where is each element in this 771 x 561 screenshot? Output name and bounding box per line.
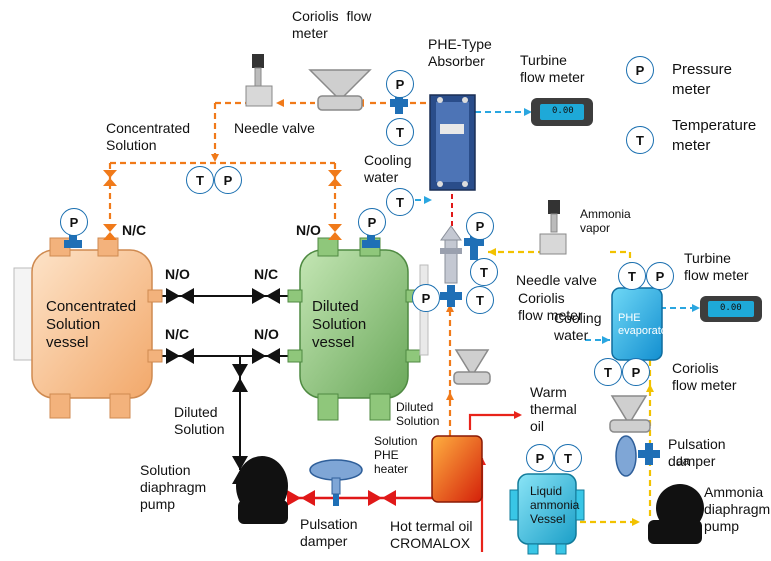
pressure-meter-evap-in: P <box>646 262 674 290</box>
pressure-meter-conc-line: P <box>214 166 242 194</box>
orange-valves <box>103 170 342 240</box>
liquid-ammonia-vessel-shape <box>509 473 585 555</box>
pressure-meter-mixing: P <box>466 212 494 240</box>
label-turbine-right: Turbine flow meter <box>684 250 749 283</box>
yellow-arrow-3 <box>632 518 640 526</box>
label-diluted-solution-small: Diluted Solution <box>396 400 440 428</box>
turbine-meter-top <box>531 98 593 126</box>
needle-valve-top <box>245 54 273 107</box>
mixing-column <box>440 225 462 284</box>
turbine-display-top: 0.00 <box>552 106 574 116</box>
black-solution-lines <box>160 295 295 470</box>
legend-pressure-label: Pressure meter <box>672 61 733 98</box>
pressure-meter-dil-vessel: P <box>358 208 386 236</box>
orange-arrow-5 <box>446 392 454 400</box>
blue-arrow-4 <box>692 304 700 312</box>
black-valves <box>166 288 280 484</box>
temperature-meter-evap-out: T <box>594 358 622 386</box>
coriolis-meter-mid <box>453 349 491 385</box>
orange-flow-lines <box>108 101 452 460</box>
turbine-meter-right <box>700 296 762 322</box>
valve-state-dil-top: N/O <box>296 222 321 238</box>
label-solution-pump: Solution diaphragm pump <box>140 462 207 512</box>
orange-arrow-1 <box>276 99 284 107</box>
label-cooling-water-right: Cooling water <box>554 310 602 343</box>
legend-temperature-icon: T <box>626 126 654 154</box>
legend-temperature-label: Temperature meter <box>672 117 757 154</box>
solution-phe-heater-shape <box>431 435 483 503</box>
label-cooling-water-top: Cooling water <box>364 152 412 185</box>
red-valves <box>287 490 396 506</box>
label-turbine-top: Turbine flow meter <box>520 52 585 85</box>
pressure-meter-dil-outlet: P <box>412 284 440 312</box>
label-ammonia-vapor: Ammonia vapor <box>580 207 631 235</box>
label-pulsation-damper-left: Pulsation damper <box>300 516 358 549</box>
concentrated-vessel <box>13 237 163 419</box>
temperature-meter-absorber-in: T <box>386 118 414 146</box>
label-hot-oil: Hot termal oil CROMALOX <box>390 518 473 551</box>
temperature-meter-evap-in: T <box>618 262 646 290</box>
label-coriolis-right: Coriolis flow meter <box>672 360 737 393</box>
pressure-meter-evap-out: P <box>622 358 650 386</box>
blue-arrow-1 <box>524 108 532 116</box>
coriolis-meter-top <box>308 69 372 111</box>
solution-pump-shape <box>236 456 288 524</box>
yellow-arrow-2 <box>646 384 654 392</box>
valve-state-upper-right: N/C <box>254 266 279 282</box>
needle-valve-mid <box>539 200 567 255</box>
pressure-meter-ammonia-vessel: P <box>526 444 554 472</box>
label-needle-valve-top: Needle valve <box>234 120 315 136</box>
ammonia-pump-shape <box>648 484 704 544</box>
pulsation-damper-left <box>309 459 363 495</box>
label-concentrated-solution: Concentrated Solution <box>106 120 191 153</box>
temperature-meter-dil-outlet: T <box>466 286 494 314</box>
valve-state-conc-top: N/C <box>122 222 147 238</box>
hot-oil-arrow-out <box>514 411 522 419</box>
turbine-display-right: 0.00 <box>720 303 742 313</box>
temperature-meter-ammonia-vessel: T <box>554 444 582 472</box>
valve-state-lower-left: N/C <box>165 326 190 342</box>
label-phe-absorber: PHE-Type Absorber <box>428 36 492 69</box>
label-concentrated-vessel: Concentrated Solution vessel <box>46 298 137 351</box>
label-needle-valve-mid: Needle valve <box>516 272 597 288</box>
label-liquid-ammonia-vessel: Liquid ammonia Vessel <box>530 484 580 526</box>
legend-pressure-icon: P <box>626 56 654 84</box>
coriolis-meter-right <box>609 395 651 433</box>
label-warm-thermal-oil: Warm thermal oil <box>530 384 577 434</box>
label-solution-phe-heater: Solution PHE heater <box>374 434 418 476</box>
orange-arrow-4 <box>446 304 454 312</box>
temperature-meter-cooling-water: T <box>386 188 414 216</box>
temperature-meter-conc-line: T <box>186 166 214 194</box>
label-phe-evaporator: PHE evaporator <box>618 312 671 337</box>
label-diluted-solution-left: Diluted Solution <box>174 404 225 437</box>
blue-arrow-3 <box>602 336 610 344</box>
orange-arrow-3 <box>211 154 219 162</box>
label-coriolis-top: Coriolis flow meter <box>292 8 372 41</box>
pressure-meter-conc-vessel: P <box>60 208 88 236</box>
valve-state-upper-left: N/O <box>165 266 190 282</box>
yellow-arrow-1 <box>488 248 496 256</box>
pressure-meter-absorber-in: P <box>386 70 414 98</box>
temperature-meter-mixing: T <box>470 258 498 286</box>
label-pulsation-damper-right: Pulsation damper <box>668 436 726 469</box>
valve-state-lower-right: N/O <box>254 326 279 342</box>
blue-arrow-2 <box>424 196 432 204</box>
label-coriolis-mid: Coriolis flow meter <box>518 290 583 323</box>
label-ammonia-pump: Ammonia diaphragm pump <box>704 484 771 534</box>
label-diluted-vessel: Diluted Solution vessel <box>312 298 367 351</box>
valve-state-da: da <box>676 454 690 468</box>
phe-absorber <box>429 94 476 191</box>
pulsation-damper-right <box>615 435 637 477</box>
blue-fittings <box>64 92 660 506</box>
